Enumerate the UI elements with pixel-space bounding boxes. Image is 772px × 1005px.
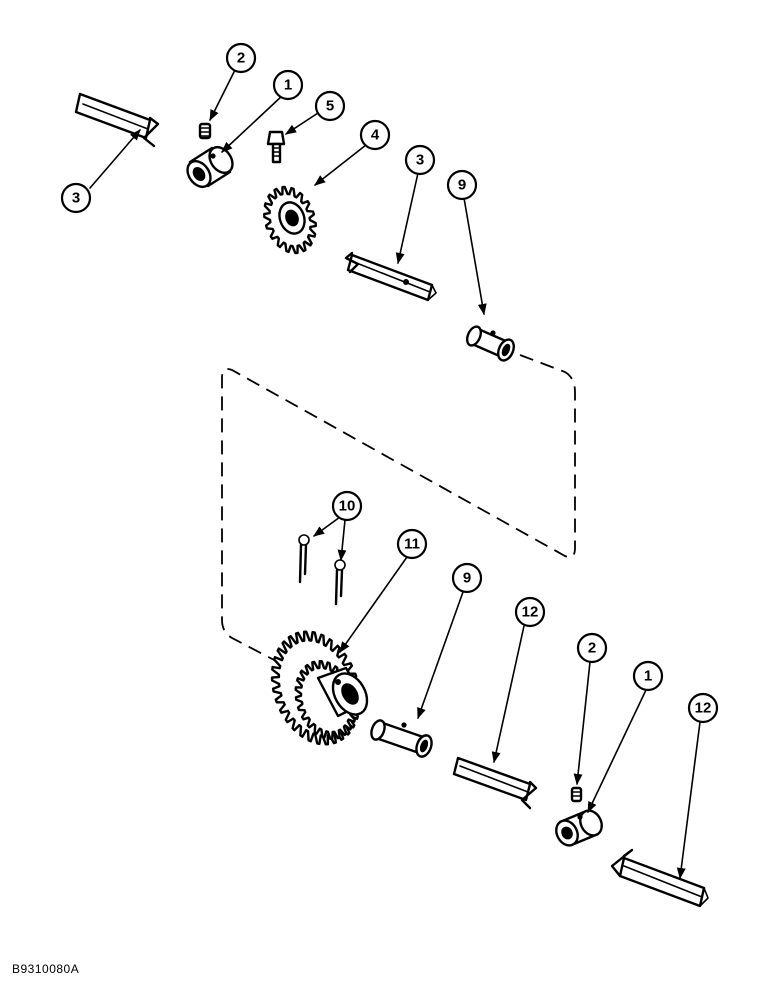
hex-shaft-lower-middle xyxy=(452,756,538,810)
svg-text:4: 4 xyxy=(371,127,380,144)
svg-text:3: 3 xyxy=(416,152,424,169)
bolt xyxy=(266,130,286,164)
bushing-upper xyxy=(465,325,516,362)
hex-shaft-upper-left xyxy=(74,92,160,148)
svg-text:3: 3 xyxy=(72,190,80,207)
svg-text:1: 1 xyxy=(644,668,652,685)
double-sprocket xyxy=(270,630,369,746)
leader-lines xyxy=(89,69,701,880)
svg-text:2: 2 xyxy=(237,50,245,67)
collar-upper xyxy=(186,145,234,189)
collar-lower xyxy=(555,809,603,847)
svg-text:5: 5 xyxy=(326,98,334,115)
callout-12-right: 12 xyxy=(687,692,719,724)
svg-text:2: 2 xyxy=(588,640,596,657)
callout-12-middle: 12 xyxy=(514,596,546,628)
svg-text:9: 9 xyxy=(458,177,466,194)
callout-9-upper: 9 xyxy=(446,169,478,201)
callout-1-lower: 1 xyxy=(632,660,664,692)
small-sprocket xyxy=(263,185,317,255)
set-screw-upper xyxy=(198,122,212,140)
callout-2-lower: 2 xyxy=(576,632,608,664)
hex-shaft-lower-right xyxy=(610,848,709,908)
assembly-dash-line xyxy=(221,354,576,663)
callout-5: 5 xyxy=(314,90,346,122)
callout-10: 10 xyxy=(331,490,363,522)
cotter-pin-right xyxy=(334,559,346,606)
callout-2-upper: 2 xyxy=(225,42,257,74)
svg-text:12: 12 xyxy=(695,700,712,717)
cotter-pin-left xyxy=(298,534,310,584)
svg-text:10: 10 xyxy=(339,498,356,515)
svg-text:11: 11 xyxy=(404,536,420,553)
hex-shaft-middle xyxy=(344,251,437,302)
callout-11: 11 xyxy=(396,528,428,560)
svg-text:12: 12 xyxy=(522,604,539,621)
callout-9-lower: 9 xyxy=(451,562,483,594)
drawing-number: B9310080A xyxy=(12,962,80,976)
set-screw-lower xyxy=(570,786,583,803)
callout-3-middle: 3 xyxy=(404,144,436,176)
bushing-lower xyxy=(370,719,433,758)
svg-text:1: 1 xyxy=(284,77,292,94)
callout-1-upper: 1 xyxy=(272,69,304,101)
svg-text:9: 9 xyxy=(463,570,471,587)
callout-4: 4 xyxy=(359,119,391,151)
callout-3-upper-left: 3 xyxy=(60,182,92,214)
